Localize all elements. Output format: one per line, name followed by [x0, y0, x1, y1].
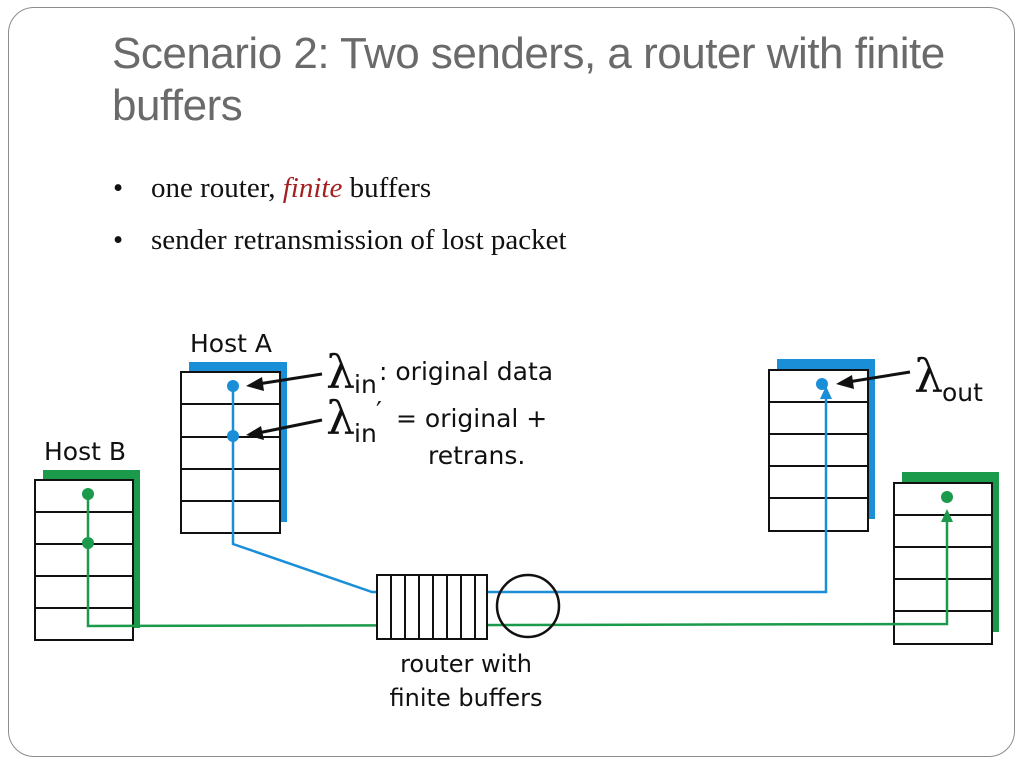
finite-emphasis: finite	[282, 172, 343, 204]
lambda-out-dot	[816, 378, 828, 390]
router-label-line2: finite buffers	[390, 684, 543, 712]
lambda-in-prime-subscript: in	[354, 419, 377, 448]
lambda-in-dot	[227, 380, 239, 392]
host-b-flow-line	[86, 494, 949, 628]
receiver-green-dot	[941, 491, 953, 503]
lambda-in-prime-symbol: λ	[326, 391, 355, 445]
host-b-dot-second	[82, 537, 94, 549]
lambda-in-symbol: λ	[326, 345, 355, 399]
bullet-list: one router, finite buffers sender retran…	[113, 168, 567, 272]
lambda-in-prime-description-line2: retrans.	[428, 441, 525, 470]
lambda-out-symbol: λ	[914, 349, 943, 403]
prime-mark: ′	[376, 397, 382, 427]
lambda-in-prime-dot	[227, 430, 239, 442]
host-b: Host B	[34, 437, 140, 641]
host-a-flow-line	[231, 386, 828, 594]
host-b-box	[34, 479, 134, 641]
host-a-label: Host A	[190, 329, 272, 358]
host-b-label: Host B	[44, 437, 126, 466]
router: router with finite buffers	[376, 573, 561, 712]
bullet-item-retransmission: sender retransmission of lost packet	[113, 220, 567, 272]
host-a-box	[180, 371, 281, 534]
host-b-dot-top	[82, 488, 94, 500]
host-b-flow-arrowhead	[941, 509, 953, 522]
lambda-in-prime-arrow	[246, 418, 323, 440]
router-label-line1: router with	[400, 650, 532, 678]
lambda-in-arrow	[246, 372, 323, 391]
receiver-green-box	[893, 482, 993, 645]
slide-frame	[8, 7, 1015, 757]
host-a-flow-arrowhead	[820, 386, 832, 399]
bullet-text: one router,	[151, 172, 283, 204]
lambda-out-subscript: out	[942, 378, 983, 407]
bullet-item-finite-buffers: one router, finite buffers	[113, 168, 567, 220]
receiver-blue-box	[768, 369, 869, 532]
lambda-in-prime-description-line1: = original +	[396, 404, 547, 433]
lambda-in-description: : original data	[379, 357, 553, 386]
slide-title: Scenario 2: Two senders, a router with f…	[112, 29, 945, 130]
lambda-in-subscript: in	[354, 370, 377, 399]
bullet-text: buffers	[342, 172, 432, 204]
router-link-circle	[495, 573, 561, 639]
bullet-text: sender retransmission of lost packet	[151, 224, 567, 256]
lambda-out-arrow	[836, 370, 911, 389]
